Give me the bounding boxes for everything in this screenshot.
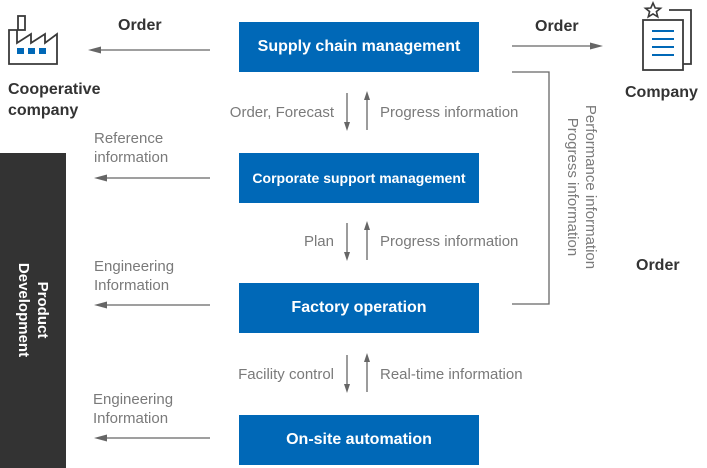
factory-operation-box: Factory operation [239,283,479,333]
on-site-automation-box: On-site automation [239,415,479,465]
arrow-order-right [512,42,603,50]
product-development-label: Product Development [15,262,51,358]
vertical-arrows-3 [344,353,370,393]
facility-control-label: Facility control [238,366,334,383]
product-development-sidebar [0,153,66,468]
arrow-engineering2-left [94,434,210,442]
cooperative-company-label: Cooperative company [8,81,101,119]
star-icon [643,1,663,19]
order-left-label: Order [118,17,162,34]
arrow-engineering1-left [94,301,210,309]
document-icon [642,9,692,71]
progress-information-label-2: Progress information [380,233,519,250]
plan-label: Plan [303,233,334,250]
vertical-arrows-1 [344,91,370,131]
arrow-order-left [88,46,210,54]
supply-chain-management-box: Supply chain management [239,22,479,72]
engineering-information-label-2: Engineering Information [93,391,174,427]
order-right-label: Order [535,18,579,35]
right-bracket [512,71,550,305]
order-company-label: Order [636,257,680,274]
company-label: Company [625,84,698,101]
factory-icon [8,15,58,65]
factory-windows [17,48,46,54]
real-time-information-label: Real-time information [380,366,523,383]
reference-information-label: Reference information [94,130,169,166]
engineering-information-label-1: Engineering Information [94,258,175,294]
corporate-support-management-box: Corporate support management [239,153,479,203]
order-forecast-label: Order, Forecast [229,104,334,121]
performance-progress-vertical-label: Performance information Progress informa… [564,104,599,270]
arrow-reference-left [94,174,210,182]
vertical-arrows-2 [344,221,370,261]
progress-information-label-1: Progress information [380,104,519,121]
